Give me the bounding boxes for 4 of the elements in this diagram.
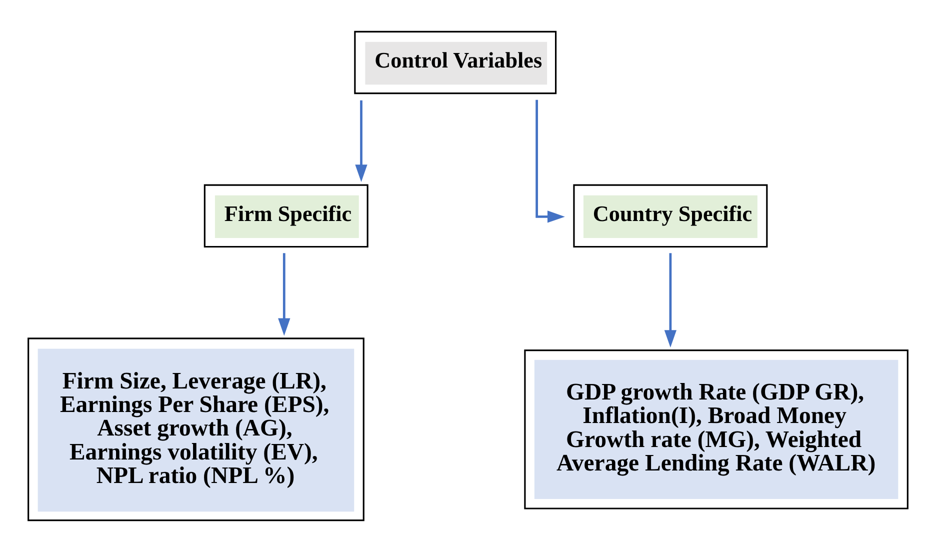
arrow bbox=[354, 100, 367, 182]
arrow bbox=[278, 253, 290, 336]
arrow bbox=[535, 100, 564, 223]
arrow bbox=[664, 253, 676, 348]
